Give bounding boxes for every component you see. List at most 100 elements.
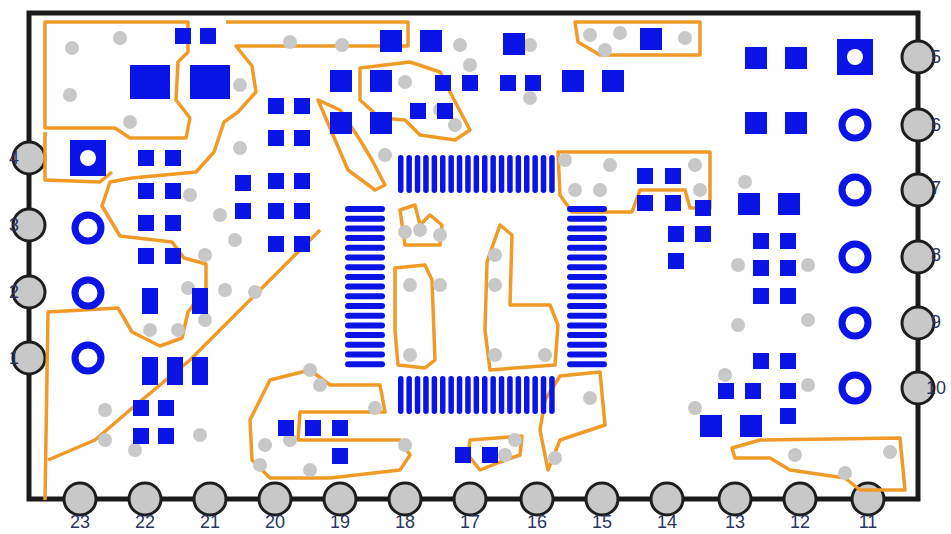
ic-pin (345, 264, 385, 270)
smd-pad (740, 415, 762, 437)
smd-pad (640, 28, 662, 50)
ic-pin (345, 303, 385, 309)
ic-pin (482, 376, 488, 414)
castellation (389, 483, 421, 515)
via (398, 75, 412, 89)
smd-pad (780, 383, 796, 399)
pin-number: 20 (265, 512, 285, 532)
ic-pin (541, 376, 547, 414)
smd-pad (200, 28, 216, 44)
castellation (129, 483, 161, 515)
smd-pad (294, 203, 310, 219)
castellation (586, 483, 618, 515)
pin-number: 6 (931, 115, 941, 135)
via (488, 278, 502, 292)
round-pad (75, 280, 101, 306)
smd-pad (753, 233, 769, 249)
via (883, 445, 897, 459)
ic-pin (482, 155, 488, 193)
smd-pad (668, 253, 684, 269)
pin-number: 7 (931, 178, 941, 198)
ic-pin (567, 284, 607, 290)
smd-pad (780, 288, 796, 304)
ic-pin (549, 155, 555, 193)
ic-pin (345, 206, 385, 212)
smd-pad (138, 215, 154, 231)
pin-number: 16 (527, 512, 547, 532)
pin-number: 22 (135, 512, 155, 532)
ic-pin (345, 342, 385, 348)
ic-pin (345, 284, 385, 290)
smd-pad (745, 47, 767, 69)
ic-pin (398, 155, 404, 193)
ic-pin (345, 274, 385, 280)
smd-pad (192, 288, 208, 314)
ic-pin (567, 313, 607, 319)
ic-pin (567, 206, 607, 212)
smd-pad (370, 70, 392, 92)
via (143, 323, 157, 337)
smd-pad (753, 288, 769, 304)
pin-number: 17 (460, 512, 480, 532)
via (613, 26, 627, 40)
via (488, 248, 502, 262)
via (603, 158, 617, 172)
smd-pad (718, 383, 734, 399)
pin-number: 1 (9, 348, 19, 368)
smd-pad (142, 288, 158, 314)
ic-pin (567, 361, 607, 367)
smd-pad (278, 420, 294, 436)
via (258, 438, 272, 452)
ic-pin (499, 376, 505, 414)
via (433, 278, 447, 292)
ic-pin (448, 155, 454, 193)
via (508, 433, 522, 447)
smd-pad (165, 215, 181, 231)
castellation (902, 174, 934, 206)
smd-pad (778, 193, 800, 215)
ic-pin (549, 376, 555, 414)
ic-pin (567, 293, 607, 299)
ic-pin (415, 376, 421, 414)
via (253, 458, 267, 472)
smd-pad (753, 353, 769, 369)
ic-pin (465, 376, 471, 414)
smd-pad (235, 175, 251, 191)
smd-pad (562, 70, 584, 92)
ic-pin (567, 225, 607, 231)
via (731, 258, 745, 272)
ic-pin (474, 155, 480, 193)
round-pad (75, 345, 101, 371)
via (171, 323, 185, 337)
smd-pad (268, 98, 284, 114)
via (65, 41, 79, 55)
round-pad (842, 310, 868, 336)
castellation (64, 483, 96, 515)
smd-pad (420, 30, 442, 52)
ic-pin (423, 155, 429, 193)
smd-pad (192, 357, 208, 385)
ic-pin (532, 155, 538, 193)
smd-pad (165, 183, 181, 199)
via (183, 188, 197, 202)
via (98, 433, 112, 447)
smd-pad (455, 447, 471, 463)
round-pad (842, 375, 868, 401)
via (313, 378, 327, 392)
ic-pin (345, 255, 385, 261)
castellation (902, 41, 934, 73)
ic-pin (345, 225, 385, 231)
castellation (651, 483, 683, 515)
via (413, 223, 427, 237)
ic-pin (490, 155, 496, 193)
smd-pad (482, 447, 498, 463)
via (398, 225, 412, 239)
ic-pin (465, 155, 471, 193)
pin-number: 14 (657, 512, 677, 532)
via (63, 88, 77, 102)
pin-number: 21 (200, 512, 220, 532)
via (463, 58, 477, 72)
smd-pad (437, 103, 453, 119)
via (558, 153, 572, 167)
